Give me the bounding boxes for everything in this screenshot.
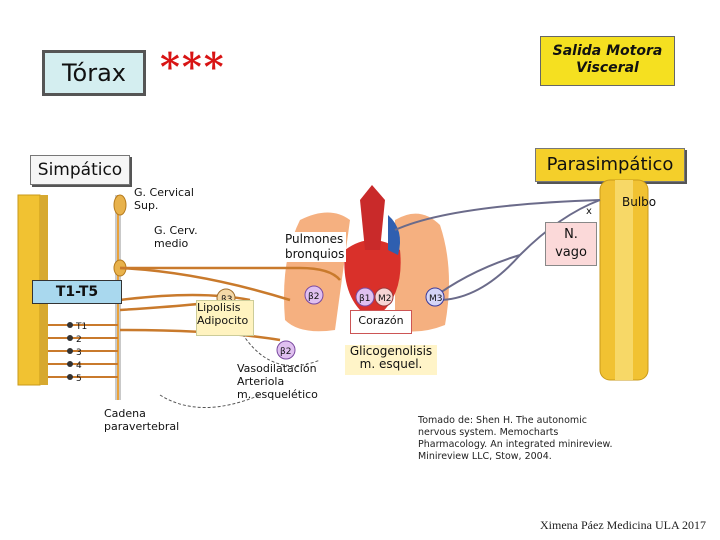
cadena-line1: Cadena xyxy=(104,407,146,420)
vaso-line3: m. esquelético xyxy=(237,388,318,401)
label-g-cervical-sup: G. Cervical Sup. xyxy=(134,186,194,212)
vaso-line1: Vasodilatación xyxy=(237,362,317,375)
label-bulbo: Bulbo xyxy=(622,195,657,209)
level-5: 5 xyxy=(76,374,82,384)
page-title: Tórax xyxy=(61,59,127,87)
label-pulmones: Pulmones bronquios xyxy=(283,232,347,262)
label-n-vago: N. vago xyxy=(545,222,597,266)
label-corazon: Corazón xyxy=(350,310,412,334)
title-box: Tórax xyxy=(42,50,146,96)
level-4: 4 xyxy=(76,361,82,371)
vaso-line2: Arteriola xyxy=(237,375,285,388)
n-vago-line1: N. xyxy=(564,227,578,242)
salida-line-1: Salida Motora xyxy=(552,43,663,59)
ganglion-cervical-sup xyxy=(113,194,127,216)
receptor-m2: M2 xyxy=(378,294,392,304)
source-credit: Tomado de: Shen H. The autonomic nervous… xyxy=(418,415,613,462)
lung-left xyxy=(284,212,350,332)
level-t1: T1 xyxy=(75,322,87,332)
importance-stars: *** xyxy=(160,44,226,89)
salida-line-2: Visceral xyxy=(576,60,639,76)
receptor-badges xyxy=(216,285,445,360)
label-glicogenolisis: Glicogenolisis m. esquel. xyxy=(345,345,437,375)
label-x: x xyxy=(586,206,592,217)
level-3: 3 xyxy=(76,348,82,358)
receptor-b2-lung: β2 xyxy=(308,292,319,302)
vein-blue xyxy=(388,215,401,255)
receptor-b2-vaso: β2 xyxy=(280,347,291,357)
brainstem-core xyxy=(615,180,633,380)
glico-line2: m. esquel. xyxy=(359,357,423,371)
t1-t5-label: T1-T5 xyxy=(32,280,122,304)
dashed-pathways xyxy=(159,329,321,408)
author-footer: Ximena Páez Medicina ULA 2017 xyxy=(540,518,706,532)
g-cerv-medio-line1: G. Cerv. xyxy=(154,224,198,237)
simpatico-label: Simpático xyxy=(30,155,130,185)
pulmones-line2: bronquios xyxy=(285,247,345,261)
g-cerv-medio-line2: medio xyxy=(154,237,189,250)
glico-line1: Glicogenolisis xyxy=(349,344,433,358)
lipolisis-line2: Adipocito xyxy=(197,314,249,327)
cadena-line2: paravertebral xyxy=(104,420,180,433)
aorta xyxy=(360,185,385,250)
parasimpatico-label: Parasimpático xyxy=(535,148,685,182)
label-vasodilatacion: Vasodilatación Arteriola m. esquelético xyxy=(237,362,318,401)
label-cadena: Cadena paravertebral xyxy=(104,407,179,433)
label-lipolisis: Lipolisis Adipocito xyxy=(196,300,254,336)
receptor-m3: M3 xyxy=(429,294,443,304)
receptor-b1: β1 xyxy=(359,294,370,304)
g-cervical-line1: G. Cervical xyxy=(134,186,194,199)
n-vago-line2: vago xyxy=(555,245,587,260)
pulmones-line1: Pulmones xyxy=(285,232,344,246)
g-cervical-line2: Sup. xyxy=(134,199,159,212)
spinal-level-rows xyxy=(48,322,118,380)
level-2: 2 xyxy=(76,335,82,345)
label-g-cerv-medio: G. Cerv. medio xyxy=(154,224,198,250)
salida-motora-box: Salida Motora Visceral xyxy=(540,36,675,86)
parasympathetic-nerves xyxy=(394,199,601,301)
lipolisis-line1: Lipolisis xyxy=(197,301,241,314)
